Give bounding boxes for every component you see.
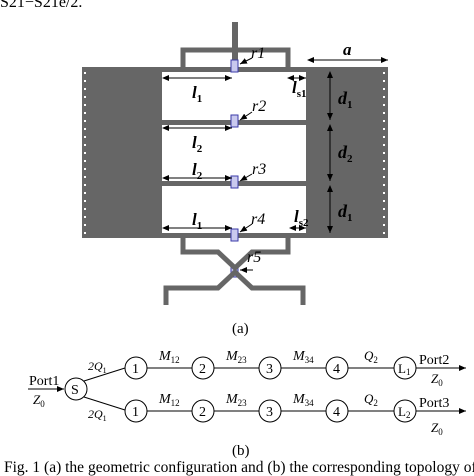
figure-caption: Fig. 1 (a) the geometric configuration a… [4, 459, 474, 476]
left-block [82, 67, 162, 238]
bottom-feed-upper [180, 238, 291, 272]
label-l2-a: l2 [192, 133, 203, 155]
top-feed-line [232, 22, 238, 70]
r3-leader [239, 173, 253, 182]
resistor-r3 [230, 175, 239, 189]
top-stub [180, 47, 291, 68]
right-block [306, 67, 388, 238]
label-d2: d2 [338, 142, 353, 165]
caption-b: (b) [232, 443, 250, 459]
label-l1-top: l1 [192, 83, 202, 105]
right-via-row [383, 72, 385, 234]
label-r2: r2 [252, 98, 266, 115]
label-d1-bottom: d1 [338, 201, 353, 224]
resistor-r4 [230, 228, 239, 242]
label-l1-bottom: l1 [192, 210, 202, 232]
label-l2-b: l2 [192, 160, 203, 182]
label-a: a [343, 40, 352, 59]
bottom-feed-lower [163, 268, 306, 305]
left-via-row [84, 72, 86, 234]
caption-a: (a) [232, 321, 249, 337]
r1-leader [239, 57, 253, 65]
top-text-fragment: S21−S21e/2. [0, 0, 83, 11]
label-r4: r4 [251, 211, 265, 228]
resistor-r1 [230, 59, 239, 73]
label-ls2: ls2 [294, 207, 309, 229]
label-r3: r3 [252, 161, 266, 178]
label-ls1: ls1 [292, 78, 307, 100]
label-r1: r1 [251, 45, 265, 62]
r4-leader [239, 223, 253, 233]
label-r5: r5 [247, 249, 261, 266]
label-d1-top: d1 [338, 88, 353, 111]
r2-leader [239, 111, 253, 121]
resistor-r2 [230, 114, 239, 128]
